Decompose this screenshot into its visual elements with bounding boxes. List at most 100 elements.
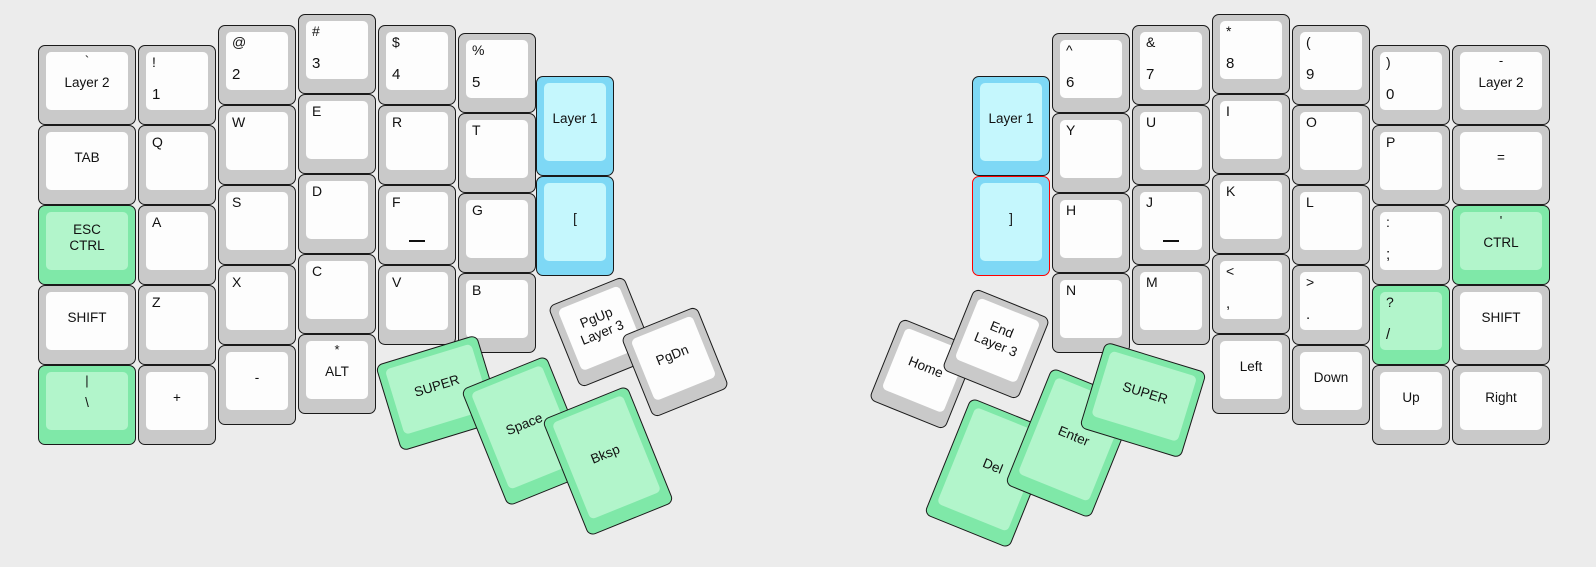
- key-legend-upper: %: [472, 42, 485, 58]
- keycap-surface: [226, 192, 288, 250]
- key-z[interactable]: Z: [138, 285, 216, 365]
- keycap-surface: [146, 52, 208, 110]
- key-4[interactable]: $4: [378, 25, 456, 105]
- keycap-surface: [1060, 280, 1122, 338]
- key-legend-upper: I: [1226, 103, 1230, 119]
- key-s[interactable]: S: [218, 185, 296, 265]
- key-i[interactable]: I: [1212, 94, 1290, 174]
- key-up[interactable]: Up: [1372, 365, 1450, 445]
- key-legend-upper: $: [392, 34, 400, 50]
- keycap-surface: [146, 372, 208, 430]
- key-period[interactable]: >.: [1292, 265, 1370, 345]
- keycap-surface: [306, 181, 368, 239]
- key-layer1-right[interactable]: Layer 1: [972, 76, 1050, 176]
- key-legend-upper: ^: [1066, 42, 1073, 58]
- key-layer1-left[interactable]: Layer 1: [536, 76, 614, 176]
- key-l[interactable]: L: [1292, 185, 1370, 265]
- key-legend-upper: <: [1226, 263, 1235, 279]
- key-legend-lower: 4: [392, 66, 401, 83]
- key-q[interactable]: Q: [138, 125, 216, 205]
- key-esc-ctrl[interactable]: ESC CTRL: [38, 205, 136, 285]
- key-minus[interactable]: -: [218, 345, 296, 425]
- keycap-surface: [226, 112, 288, 170]
- homing-bump-indicator: [409, 240, 425, 242]
- key-p[interactable]: P: [1372, 125, 1450, 205]
- keycap-surface: [1220, 21, 1282, 79]
- key-5[interactable]: %5: [458, 33, 536, 113]
- key-n[interactable]: N: [1052, 273, 1130, 353]
- keycap-surface: [226, 352, 288, 410]
- key-e[interactable]: E: [298, 94, 376, 174]
- key-y[interactable]: Y: [1052, 113, 1130, 193]
- key-c[interactable]: C: [298, 254, 376, 334]
- key-down[interactable]: Down: [1292, 345, 1370, 425]
- keycap-surface: [46, 52, 128, 110]
- keycap-surface: [1220, 101, 1282, 159]
- key-d[interactable]: D: [298, 174, 376, 254]
- key-quote-ctrl[interactable]: 'CTRL: [1452, 205, 1550, 285]
- key-tab[interactable]: TAB: [38, 125, 136, 205]
- key-8[interactable]: *8: [1212, 14, 1290, 94]
- key-minus-layer2[interactable]: -Layer 2: [1452, 45, 1550, 125]
- key-u[interactable]: U: [1132, 105, 1210, 185]
- keycap-surface: [146, 292, 208, 350]
- key-legend-upper: K: [1226, 183, 1236, 199]
- keycap-surface: [146, 212, 208, 270]
- key-legend-upper: #: [312, 23, 320, 39]
- key-legend-upper: R: [392, 114, 403, 130]
- key-x[interactable]: X: [218, 265, 296, 345]
- key-f[interactable]: F: [378, 185, 456, 265]
- key-o[interactable]: O: [1292, 105, 1370, 185]
- key-k[interactable]: K: [1212, 174, 1290, 254]
- keycap-surface: [1140, 272, 1202, 330]
- key-2[interactable]: @2: [218, 25, 296, 105]
- keycap-surface: [46, 212, 128, 270]
- key-legend-upper: F: [392, 194, 401, 210]
- keycap-surface: [306, 21, 368, 79]
- key-bracket-right[interactable]: ]: [972, 176, 1050, 276]
- key-g[interactable]: G: [458, 193, 536, 273]
- key-0[interactable]: )0: [1372, 45, 1450, 125]
- key-grave-layer2[interactable]: `Layer 2: [38, 45, 136, 125]
- key-legend-lower: 0: [1386, 86, 1395, 103]
- key-9[interactable]: (9: [1292, 25, 1370, 105]
- key-asterisk-alt[interactable]: *ALT: [298, 334, 376, 414]
- keycap-surface: [1140, 32, 1202, 90]
- key-1[interactable]: !1: [138, 45, 216, 125]
- key-r[interactable]: R: [378, 105, 456, 185]
- keycap-surface: [980, 183, 1042, 261]
- key-shift-left[interactable]: SHIFT: [38, 285, 136, 365]
- key-legend-upper: Y: [1066, 122, 1076, 138]
- key-legend-center: +: [173, 390, 181, 406]
- keycap-surface: [1060, 40, 1122, 98]
- key-comma[interactable]: <,: [1212, 254, 1290, 334]
- key-left[interactable]: Left: [1212, 334, 1290, 414]
- key-equal[interactable]: =: [1452, 125, 1550, 205]
- key-t[interactable]: T: [458, 113, 536, 193]
- key-legend-upper: E: [312, 103, 322, 119]
- key-6[interactable]: ^6: [1052, 33, 1130, 113]
- key-m[interactable]: M: [1132, 265, 1210, 345]
- key-a[interactable]: A: [138, 205, 216, 285]
- key-legend-upper: G: [472, 202, 483, 218]
- key-bracket-left[interactable]: [: [536, 176, 614, 276]
- keycap-surface: [466, 200, 528, 258]
- key-legend-center: Layer 1: [988, 111, 1034, 127]
- key-pipe-backslash[interactable]: |\: [38, 365, 136, 445]
- key-legend-center: ]: [1009, 211, 1013, 227]
- key-j[interactable]: J: [1132, 185, 1210, 265]
- key-plus[interactable]: +: [138, 365, 216, 445]
- key-shift-right[interactable]: SHIFT: [1452, 285, 1550, 365]
- key-h[interactable]: H: [1052, 193, 1130, 273]
- key-7[interactable]: &7: [1132, 25, 1210, 105]
- key-3[interactable]: #3: [298, 14, 376, 94]
- key-legend-upper: P: [1386, 134, 1396, 150]
- keycap-surface: [46, 372, 128, 430]
- key-right[interactable]: Right: [1452, 365, 1550, 445]
- key-semicolon[interactable]: :;: [1372, 205, 1450, 285]
- key-w[interactable]: W: [218, 105, 296, 185]
- key-v[interactable]: V: [378, 265, 456, 345]
- key-slash[interactable]: ?/: [1372, 285, 1450, 365]
